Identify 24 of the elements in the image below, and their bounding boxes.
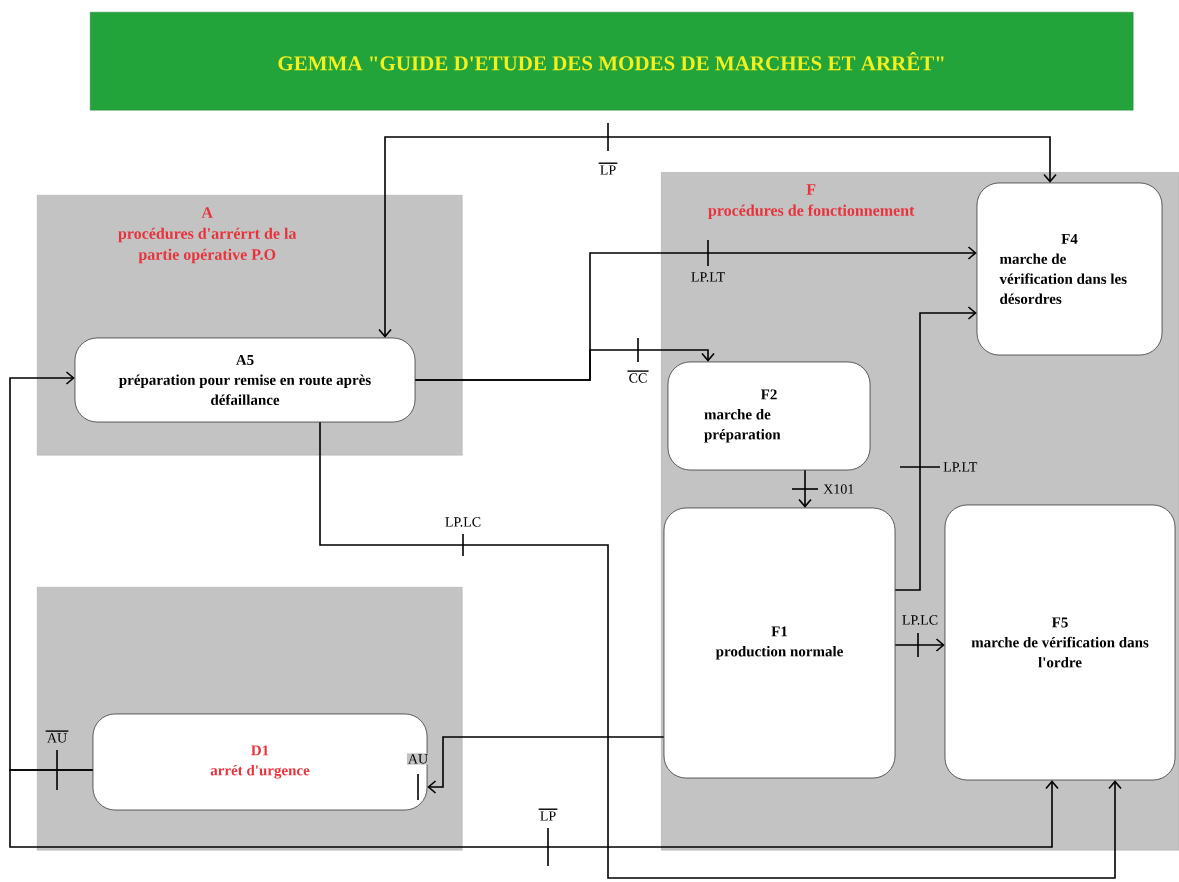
arrow [798,469,812,508]
edge-label: LP [538,810,558,822]
edge-label: X101 [822,483,856,495]
arrow [9,769,1059,848]
edge-label: LP.LT [942,461,979,473]
edge-label: AU [406,753,430,765]
arrow [894,306,977,591]
edge-label: LP [598,164,618,176]
edge-label: LP.LT [689,271,727,283]
edge-label: LP.LC [900,614,940,626]
state-box: F1 production normale [663,507,896,779]
arrow [414,349,715,381]
state-box: A5 préparation pour remise en route après défaillance [74,337,416,423]
edge-label: CC [627,372,649,384]
state-box: F4 marche de vérification dans les désordres [976,182,1163,356]
title-banner: GEMMA "GUIDE D'ETUDE DES MODES DE MARCHES ET ARRÊT" [90,12,1134,111]
state-box: F2 marche de préparation [667,361,871,471]
edge-label: AU [45,732,69,744]
arrow [319,421,1122,879]
arrow [378,136,1057,338]
edge-label: LP.LC [443,516,483,528]
arrow [894,638,945,652]
arrow [427,736,665,794]
state-box: F5 marche de vérification dans l'ordre [944,504,1176,781]
